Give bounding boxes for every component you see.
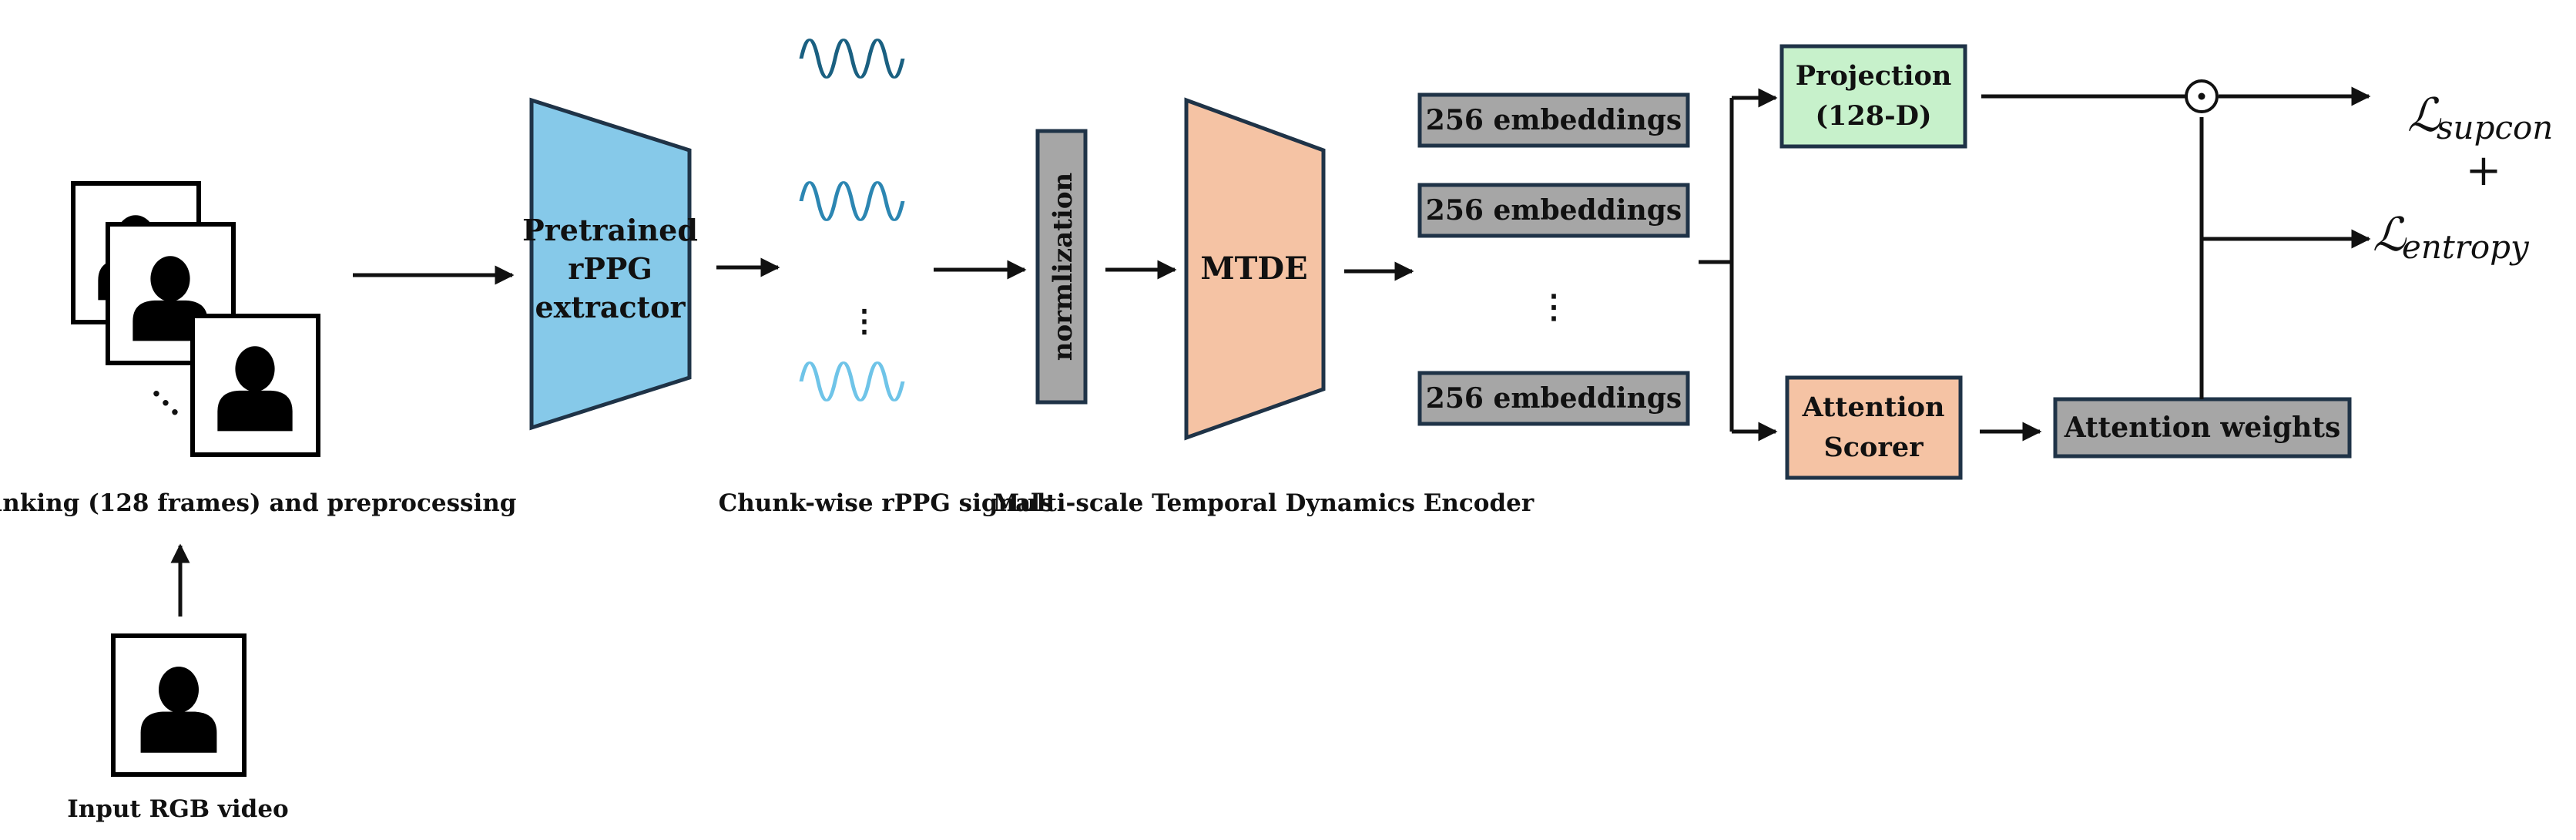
attention-weights-label: Attention weights (2064, 412, 2340, 444)
supcon-symbol: ℒ (2407, 89, 2442, 143)
svg-text:·: · (169, 395, 180, 431)
signal-wave-3 (799, 361, 905, 402)
entropy-symbol: ℒ (2373, 208, 2407, 262)
embedding-label-2: 256 embeddings (1426, 194, 1682, 227)
extractor-label-1: Pretrained (522, 213, 698, 247)
extractor-label-3: extractor (535, 290, 686, 324)
attention-scorer-label-1: Attention (1802, 391, 1945, 423)
mtde-block (1184, 97, 1326, 441)
supcon-loss: ℒ supcon (2407, 89, 2553, 146)
embedding-box-1 (1417, 92, 1690, 148)
extractor-label-2: rPPG (568, 251, 652, 286)
entropy-loss: ℒ entropy (2373, 208, 2530, 266)
signals-caption: Chunk-wise rPPG signals (719, 489, 1054, 517)
branch-connector (1699, 88, 1778, 442)
embedding-box-3 (1417, 371, 1690, 426)
embeddings-ellipsis: ⋮ (1538, 287, 1570, 325)
input-video-icon (111, 633, 247, 777)
mtde-label: MTDE (1200, 250, 1307, 287)
input-caption: Input RGB video (67, 795, 288, 823)
embedding-label-3: 256 embeddings (1426, 382, 1682, 415)
extractor-block (529, 97, 692, 431)
normalization-label: normlization (1048, 173, 1078, 361)
embedding-box-2 (1417, 183, 1690, 238)
attention-scorer-block (1785, 375, 1963, 480)
hadamard-dot (2198, 92, 2205, 100)
chunking-caption: Chunking (128 frames) and preprocessing (0, 489, 516, 517)
attention-weights-block (2053, 397, 2352, 459)
supcon-subscript: supcon (2437, 109, 2553, 146)
svg-text:·: · (160, 385, 171, 422)
signals-ellipsis: ⋮ (849, 303, 880, 339)
chunked-frames-icon: · · · (71, 181, 320, 457)
projection-block (1779, 44, 1967, 149)
attention-scorer-label-2: Scorer (1823, 432, 1924, 463)
signal-wave-1 (799, 39, 905, 79)
embedding-label-1: 256 embeddings (1426, 104, 1682, 136)
projection-label-1: Projection (1796, 60, 1952, 92)
encoder-caption: Multi-scale Temporal Dynamics Encoder (993, 489, 1535, 517)
loss-plus: + (2466, 146, 2502, 196)
frames-ellipsis: · (151, 376, 162, 412)
normalization-block (1035, 129, 1088, 405)
signal-wave-2 (799, 181, 905, 221)
rppg-signals-icon: ⋮ (799, 39, 905, 402)
entropy-subscript: entropy (2402, 228, 2530, 266)
projection-label-2: (128-D) (1815, 100, 1931, 132)
